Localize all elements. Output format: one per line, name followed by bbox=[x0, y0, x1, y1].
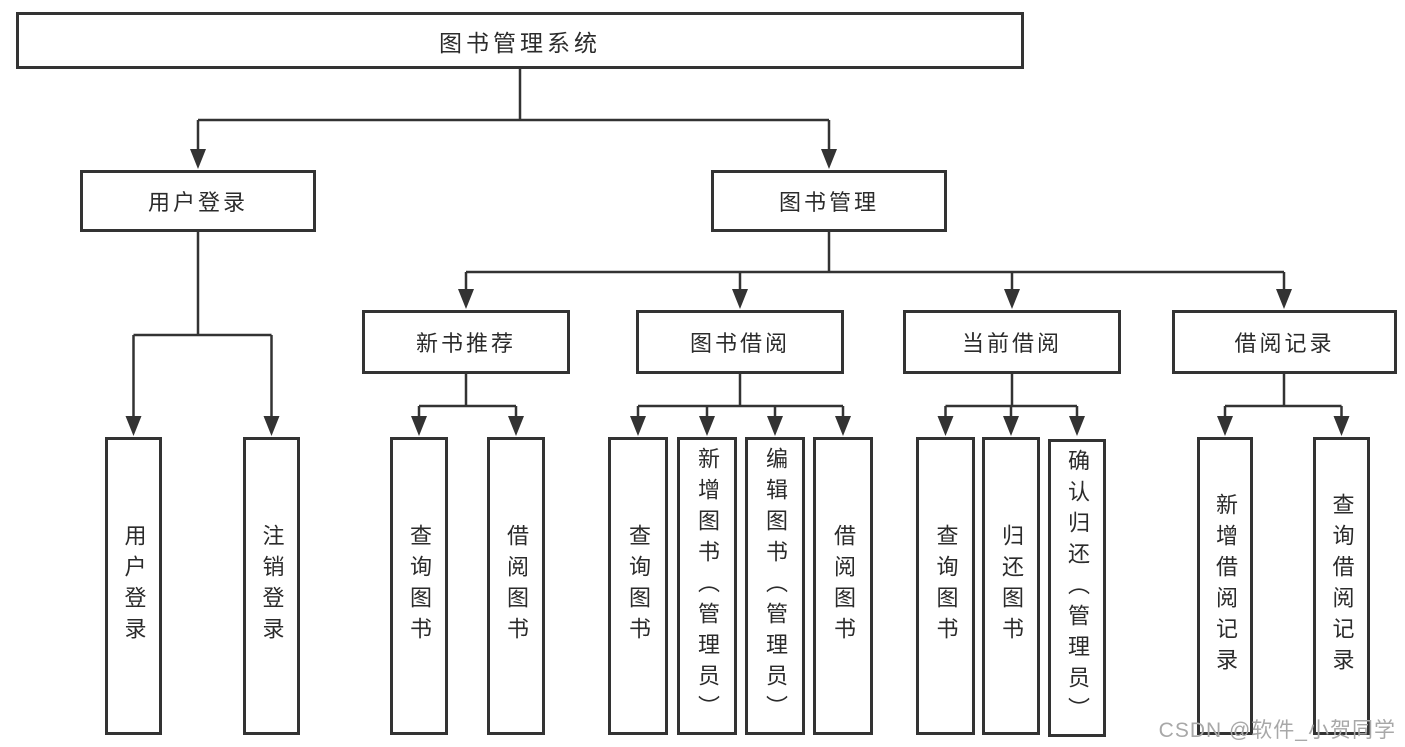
leaf-query-borrow-record-label: 查询借阅记录 bbox=[1329, 493, 1355, 679]
node-borrow-records-label: 借阅记录 bbox=[1234, 331, 1335, 356]
node-new-book-recommend-label: 新书推荐 bbox=[415, 331, 516, 356]
node-book-management: 图书管理 bbox=[711, 170, 947, 232]
leaf-borrow-books-label: 借阅图书 bbox=[831, 524, 856, 648]
leaf-logout-label: 注销登录 bbox=[259, 524, 285, 648]
leaf-query-books-recommend: 查询图书 bbox=[390, 437, 448, 735]
leaf-edit-book-admin-label: 编辑图书（管理员） bbox=[763, 446, 788, 726]
leaf-return-book: 归还图书 bbox=[982, 437, 1040, 735]
leaf-borrow-books-recommend: 借阅图书 bbox=[487, 437, 545, 735]
leaf-confirm-return-admin: 确认归还（管理员） bbox=[1048, 439, 1106, 737]
leaf-borrow-books-recommend-label: 借阅图书 bbox=[504, 524, 529, 648]
leaf-edit-book-admin: 编辑图书（管理员） bbox=[745, 437, 805, 735]
leaf-query-books-borrow-label: 查询图书 bbox=[626, 524, 651, 648]
leaf-add-borrow-record: 新增借阅记录 bbox=[1197, 437, 1253, 735]
leaf-add-book-admin-label: 新增图书（管理员） bbox=[695, 446, 720, 726]
leaf-user-login: 用户登录 bbox=[105, 437, 162, 735]
leaf-borrow-books: 借阅图书 bbox=[813, 437, 873, 735]
node-book-borrow: 图书借阅 bbox=[636, 310, 844, 374]
leaf-user-login-label: 用户登录 bbox=[121, 524, 147, 648]
node-borrow-records: 借阅记录 bbox=[1172, 310, 1397, 374]
node-book-management-label: 图书管理 bbox=[778, 190, 879, 215]
node-user-login: 用户登录 bbox=[80, 170, 316, 232]
leaf-logout: 注销登录 bbox=[243, 437, 300, 735]
node-root: 图书管理系统 bbox=[16, 12, 1024, 69]
node-current-borrow: 当前借阅 bbox=[903, 310, 1121, 374]
leaf-query-books-recommend-label: 查询图书 bbox=[407, 524, 432, 648]
leaf-return-book-label: 归还图书 bbox=[999, 524, 1024, 648]
node-current-borrow-label: 当前借阅 bbox=[961, 331, 1062, 356]
node-new-book-recommend: 新书推荐 bbox=[362, 310, 570, 374]
leaf-query-books-current: 查询图书 bbox=[916, 437, 975, 735]
csdn-watermark: CSDN @软件_小贺同学 bbox=[1158, 719, 1396, 742]
leaf-query-books-borrow: 查询图书 bbox=[608, 437, 668, 735]
leaf-add-borrow-record-label: 新增借阅记录 bbox=[1213, 493, 1238, 679]
node-user-login-label: 用户登录 bbox=[147, 190, 248, 215]
leaf-add-book-admin: 新增图书（管理员） bbox=[677, 437, 737, 735]
leaf-confirm-return-admin-label: 确认归还（管理员） bbox=[1065, 448, 1090, 728]
leaf-query-borrow-record: 查询借阅记录 bbox=[1313, 437, 1370, 735]
node-book-borrow-label: 图书借阅 bbox=[689, 331, 790, 356]
leaf-query-books-current-label: 查询图书 bbox=[933, 524, 959, 648]
node-root-label: 图书管理系统 bbox=[439, 29, 601, 56]
